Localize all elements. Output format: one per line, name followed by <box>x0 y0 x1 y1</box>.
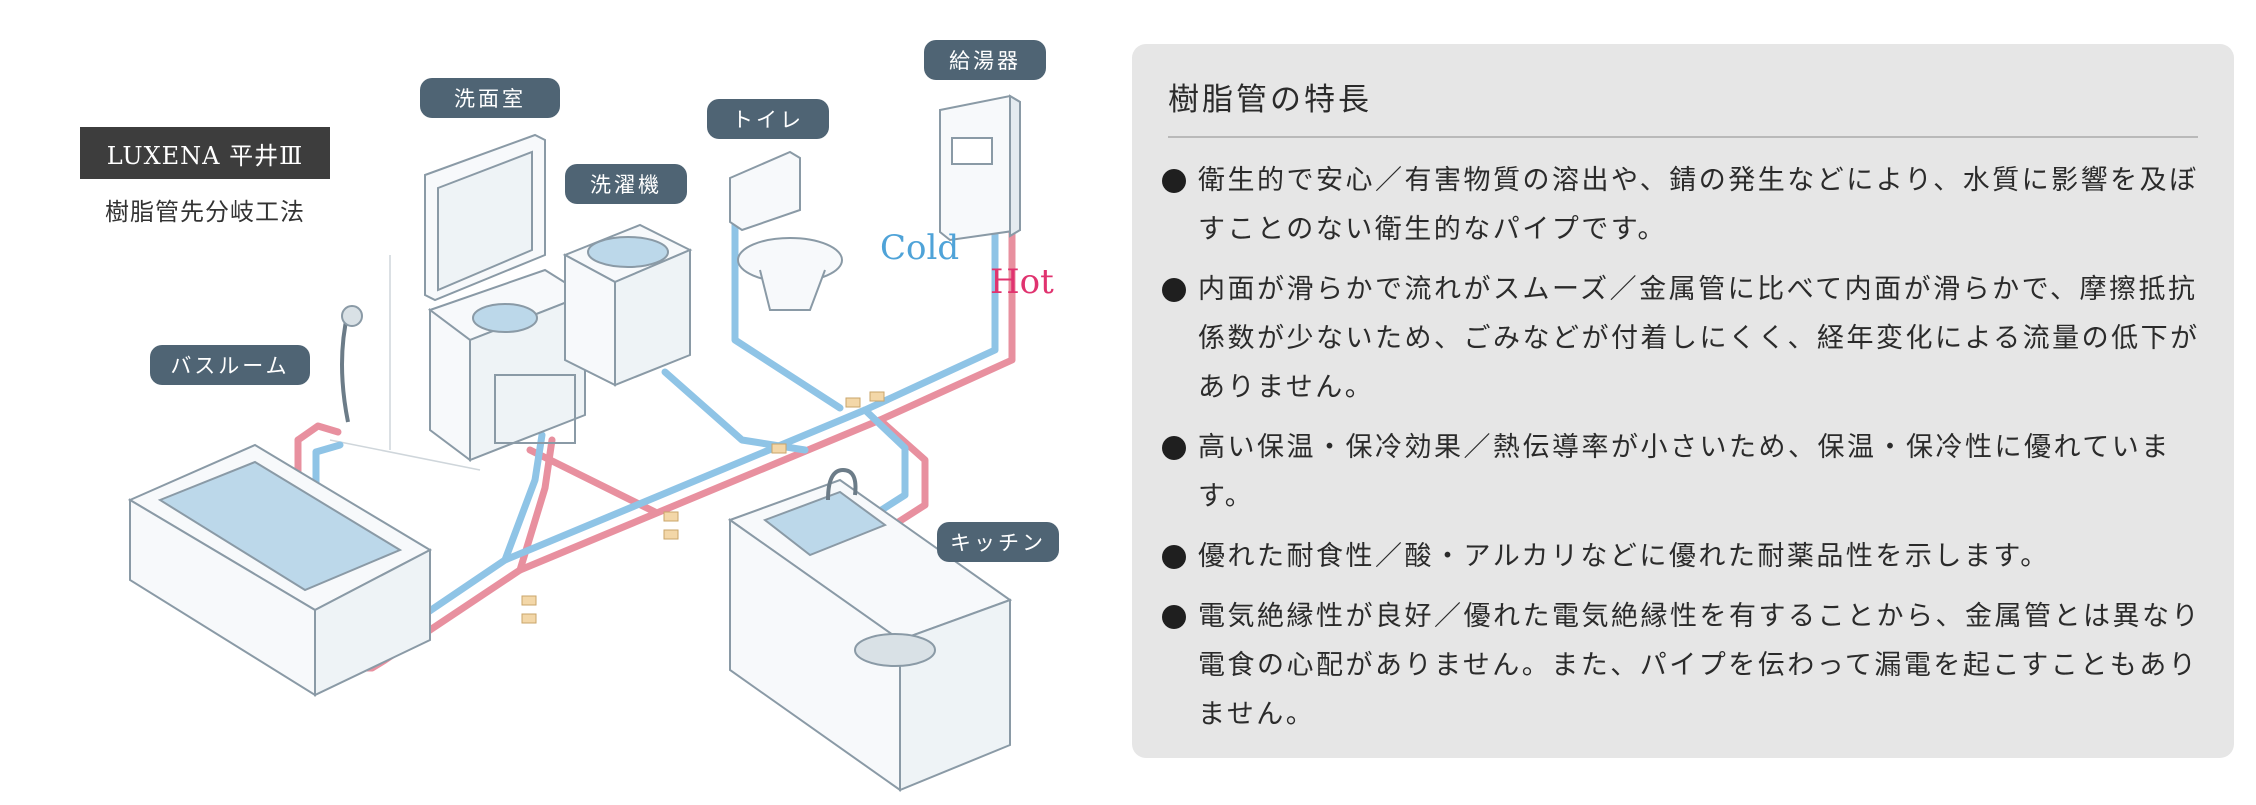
title-divider <box>1168 136 2198 138</box>
bullet-icon <box>1162 169 1186 193</box>
label-senmen: 洗面室 <box>420 78 560 118</box>
feature-text: 高い保温・保冷効果／熱伝導率が小さいため、保温・保冷性に優れています。 <box>1198 432 2171 512</box>
feature-item: 電気絶縁性が良好／優れた電気絶縁性を有することから、金属管とは異なり電食の心配が… <box>1162 592 2208 739</box>
vanity-fixture <box>424 133 588 462</box>
brand-name: LUXENA 平井Ⅲ <box>80 127 330 179</box>
feature-list: 衛生的で安心／有害物質の溶出や、錆の発生などにより、水質に影響を及ぼすことのない… <box>1162 156 2208 750</box>
hot-pipe-label: Hot <box>990 262 1054 302</box>
cold-pipe-label: Cold <box>880 228 960 268</box>
panel-title: 樹脂管の特長 <box>1168 82 1372 118</box>
label-toilet: トイレ <box>707 99 829 139</box>
kitchen-fixture <box>727 467 1013 792</box>
piping-diagram: LUXENA 平井Ⅲ 樹脂管先分岐工法 洗面室 洗濯機 トイレ 給湯器 バスルー… <box>0 0 1120 801</box>
pipe-joints <box>521 391 885 624</box>
bullet-icon <box>1162 545 1186 569</box>
feature-text: 内面が滑らかで流れがスムーズ／金属管に比べて内面が滑らかで、摩擦抵抗係数が少ない… <box>1198 274 2200 403</box>
feature-item: 衛生的で安心／有害物質の溶出や、錆の発生などにより、水質に影響を及ぼすことのない… <box>1162 156 2208 254</box>
feature-item: 優れた耐食性／酸・アルカリなどに優れた耐薬品性を示します。 <box>1162 532 2208 581</box>
feature-item: 高い保温・保冷効果／熱伝導率が小さいため、保温・保冷性に優れています。 <box>1162 423 2208 521</box>
bathtub-fixture <box>127 305 433 697</box>
bullet-icon <box>1162 278 1186 302</box>
features-panel: 樹脂管の特長 衛生的で安心／有害物質の溶出や、錆の発生などにより、水質に影響を及… <box>1132 44 2234 758</box>
method-label: 樹脂管先分岐工法 <box>105 198 305 226</box>
piping-illustration <box>127 94 1021 792</box>
water-heater <box>939 94 1021 242</box>
label-sentaku: 洗濯機 <box>565 164 687 204</box>
room-outline <box>329 255 481 471</box>
feature-text: 優れた耐食性／酸・アルカリなどに優れた耐薬品性を示します。 <box>1198 541 2050 572</box>
feature-item: 内面が滑らかで流れがスムーズ／金属管に比べて内面が滑らかで、摩擦抵抗係数が少ない… <box>1162 265 2208 412</box>
bullet-icon <box>1162 436 1186 460</box>
toilet-fixture <box>729 150 843 311</box>
bullet-icon <box>1162 605 1186 629</box>
label-kitchen: キッチン <box>937 522 1059 562</box>
washing-machine-fixture <box>562 223 693 387</box>
label-bath: バスルーム <box>150 345 310 385</box>
label-kyutoki: 給湯器 <box>924 40 1046 80</box>
feature-text: 衛生的で安心／有害物質の溶出や、錆の発生などにより、水質に影響を及ぼすことのない… <box>1198 165 2199 245</box>
feature-text: 電気絶縁性が良好／優れた電気絶縁性を有することから、金属管とは異なり電食の心配が… <box>1198 601 2201 730</box>
